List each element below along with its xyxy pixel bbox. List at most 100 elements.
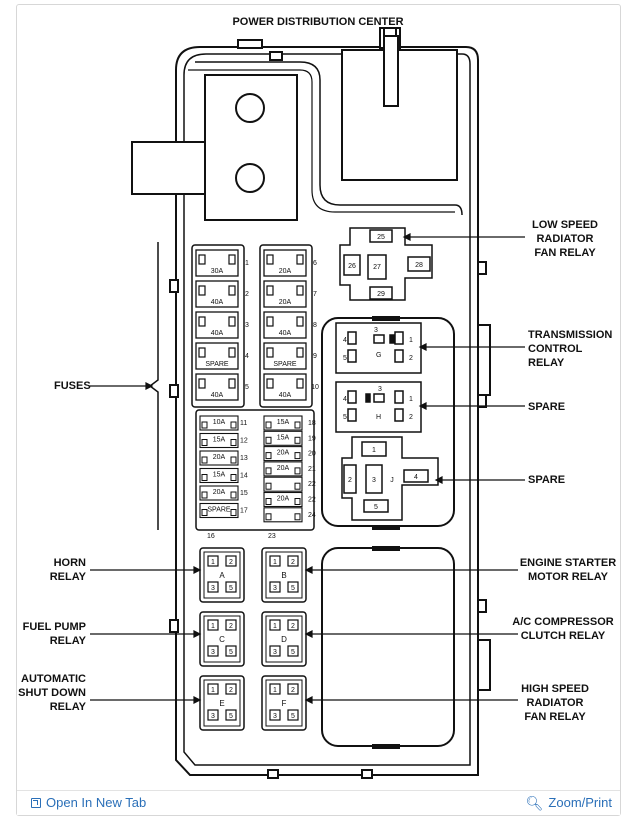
pin-29: 29 <box>377 291 385 298</box>
right-mini-num: 20 <box>308 451 316 458</box>
relay-pin: 2 <box>291 559 295 566</box>
h-pin-4: 4 <box>343 396 347 403</box>
right-fuse-6: 20A 6 <box>263 249 317 277</box>
relay-pin: 5 <box>229 585 233 592</box>
diagram-title: POWER DISTRIBUTION CENTER <box>232 16 403 28</box>
pin-28: 28 <box>415 262 423 269</box>
label-fuses: FUSES <box>54 380 91 392</box>
relay-pin: 3 <box>273 585 277 592</box>
relay-pin: 3 <box>273 649 277 656</box>
left-fuse-amp: 40A <box>211 392 224 399</box>
right-fuse-amp: 20A <box>279 299 292 306</box>
power-distribution-diagram: POWER DISTRIBUTION CENTER <box>18 16 616 779</box>
relay-pin: 1 <box>211 623 215 630</box>
right-fuse-num: 10 <box>311 384 319 391</box>
j-pin-2: 2 <box>348 477 352 484</box>
label-fuel-1: FUEL PUMP <box>23 621 86 633</box>
relay-pin: 1 <box>273 623 277 630</box>
j-pin-5: 5 <box>374 504 378 511</box>
left-mini-num: 12 <box>240 438 248 445</box>
h-pin-3: 3 <box>378 386 382 393</box>
left-mini-num: 17 <box>240 508 248 515</box>
magnifier-icon: 🔍︎ <box>525 794 544 811</box>
left-mini-amp: 15A <box>213 472 226 479</box>
label-low-speed-3: FAN RELAY <box>534 247 596 259</box>
right-fuse-num: 6 <box>313 260 317 267</box>
label-low-speed-1: LOW SPEED <box>532 219 598 231</box>
g-letter: G <box>376 352 381 359</box>
left-fuse-5: 40A 5 <box>195 373 249 401</box>
label-asd-3: RELAY <box>50 701 87 713</box>
image-frame <box>16 4 621 816</box>
right-mini-num: 19 <box>308 435 316 442</box>
label-fuel-2: RELAY <box>50 635 87 647</box>
zoom-print-link[interactable]: 🔍︎ Zoom/Print <box>526 795 612 810</box>
h-pin-5: 5 <box>343 414 347 421</box>
left-mini-amp: 10A <box>213 419 226 426</box>
callout-arrows <box>90 233 525 704</box>
relay-pin: 3 <box>211 585 215 592</box>
relay-h <box>335 381 422 433</box>
right-mini-num: 22 <box>308 481 316 488</box>
zoom-print-label: Zoom/Print <box>548 795 612 810</box>
open-in-new-tab-link[interactable]: Open In New Tab <box>31 795 146 810</box>
right-mini-amp: 20A <box>277 496 290 503</box>
left-mini-amp: 15A <box>213 437 226 444</box>
housing-outline <box>131 27 491 779</box>
relay-pin: 5 <box>291 585 295 592</box>
right-fuse-num: 9 <box>313 353 317 360</box>
relay-pin: 2 <box>291 623 295 630</box>
h-letter: H <box>376 414 381 421</box>
left-fuse-num: 4 <box>245 353 249 360</box>
left-fuse-amp: 40A <box>211 299 224 306</box>
left-fuse-num: 5 <box>245 384 249 391</box>
g-pin-5: 5 <box>343 355 347 362</box>
right-mini-amp: 15A <box>277 434 290 441</box>
relay-letter: F <box>282 699 287 708</box>
relay-pin: 3 <box>211 649 215 656</box>
pin-25: 25 <box>377 234 385 241</box>
right-mini-num: 24 <box>308 512 316 519</box>
label-ac-2: CLUTCH RELAY <box>521 630 606 642</box>
relay-pin: 5 <box>291 649 295 656</box>
right-mini-num: 18 <box>308 420 316 427</box>
right-fuse-amp: 20A <box>279 268 292 275</box>
g-pin-1: 1 <box>409 337 413 344</box>
label-horn-2: RELAY <box>50 571 87 583</box>
left-mini-amp: 20A <box>213 489 226 496</box>
fuse-label-23: 23 <box>268 533 276 540</box>
relay-pin: 2 <box>229 559 233 566</box>
low-speed-relay-socket <box>339 227 433 301</box>
label-trans-2: CONTROL <box>528 343 583 355</box>
label-high-speed-1: HIGH SPEED <box>521 683 589 695</box>
relay-pin: 1 <box>273 559 277 566</box>
left-mini-num: 14 <box>240 473 248 480</box>
footer-bar: Open In New Tab 🔍︎ Zoom/Print <box>17 790 620 815</box>
h-pin-1: 1 <box>409 396 413 403</box>
relay-pin: 5 <box>229 713 233 720</box>
left-mini-amp: 20A <box>213 454 226 461</box>
right-mini-amp: 20A <box>277 465 290 472</box>
relay-letter: D <box>281 635 287 644</box>
right-fuse-amp: SPARE <box>273 361 297 368</box>
g-pin-3: 3 <box>374 327 378 334</box>
label-trans-1: TRANSMISSION <box>528 329 612 341</box>
label-asd-1: AUTOMATIC <box>21 673 86 685</box>
j-letter: J <box>390 477 394 484</box>
relay-g <box>335 322 422 374</box>
right-fuse-num: 8 <box>313 322 317 329</box>
